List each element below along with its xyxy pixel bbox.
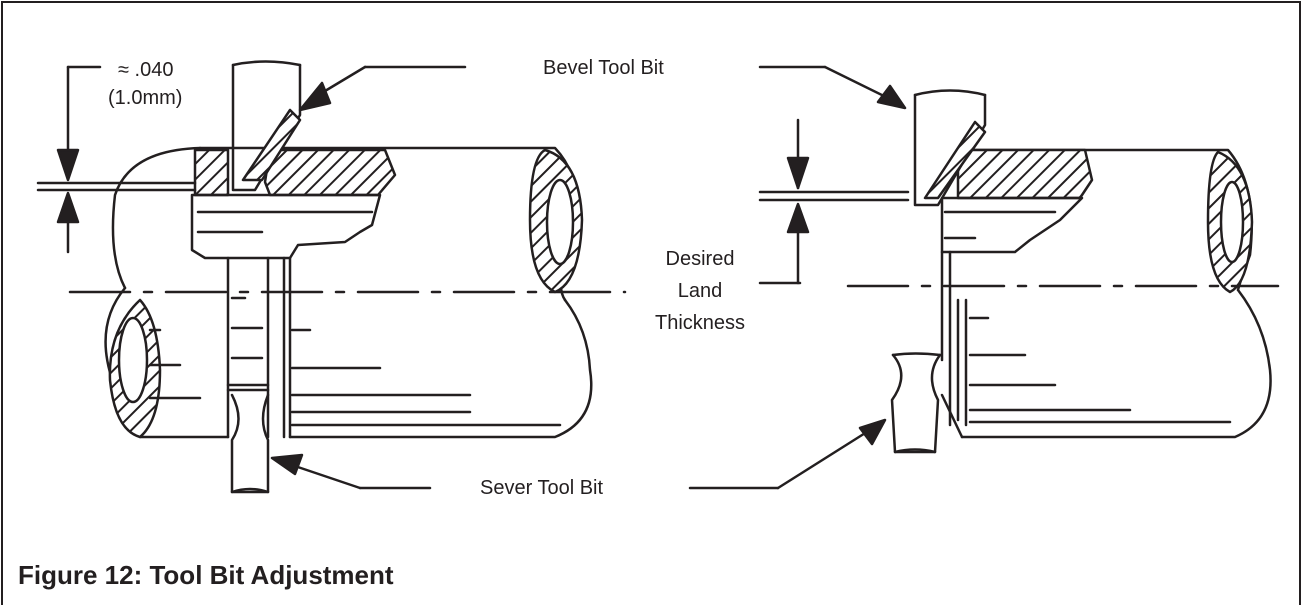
right-bevel-tool bbox=[913, 89, 987, 207]
sever-tool-label: Sever Tool Bit bbox=[480, 477, 604, 499]
dimension-marker bbox=[36, 65, 197, 254]
figure-caption: Figure 12: Tool Bit Adjustment bbox=[18, 560, 394, 590]
land-thickness-label-line3: Thickness bbox=[654, 312, 746, 334]
left-leaders bbox=[270, 65, 467, 490]
right-workpiece bbox=[940, 148, 1272, 439]
left-bevel-tool bbox=[231, 60, 302, 192]
right-leaders bbox=[688, 65, 907, 490]
left-sever-tool bbox=[230, 393, 270, 494]
land-thickness-label-line1: Desired bbox=[665, 248, 735, 270]
land-dimension-marker bbox=[758, 118, 910, 285]
dimension-metric-label: (1.0mm) bbox=[108, 87, 183, 109]
bevel-tool-label: Bevel Tool Bit bbox=[543, 57, 664, 79]
right-sever-tool bbox=[890, 352, 942, 454]
land-thickness-label-line2: Land bbox=[677, 280, 723, 302]
dimension-value-label: ≈ .040 bbox=[118, 59, 174, 81]
